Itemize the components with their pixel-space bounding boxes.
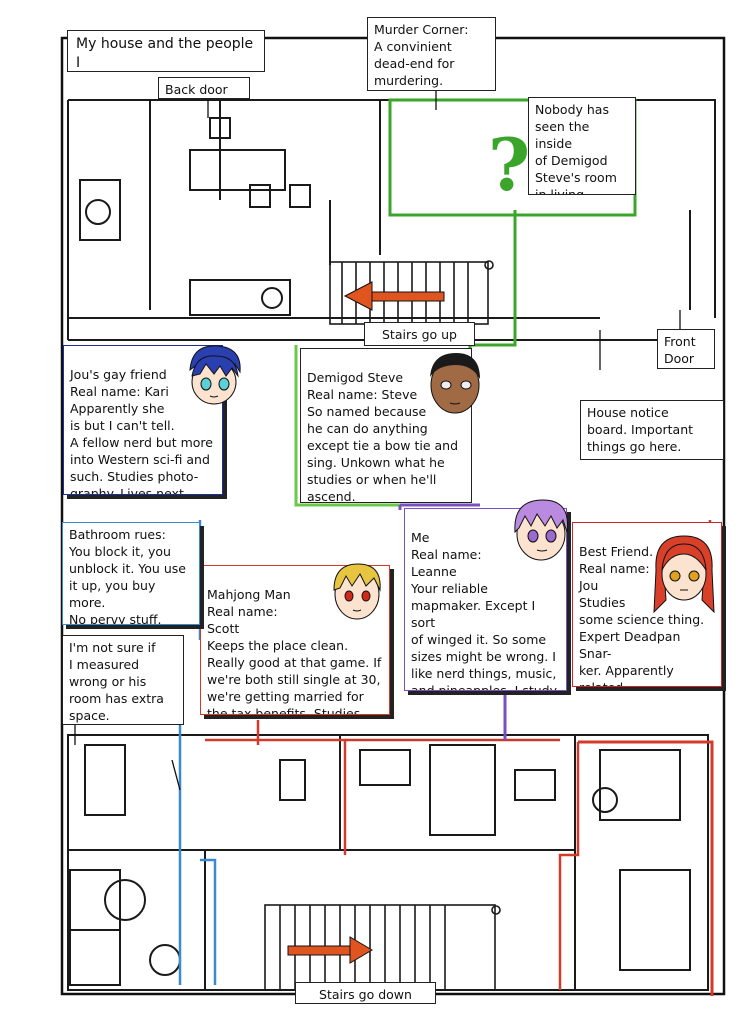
left-arrow-icon <box>343 281 445 311</box>
front-door-label: Front Door <box>657 329 715 369</box>
person-text: Me Real name: Leanne Your reliable mapma… <box>411 530 557 691</box>
person-text: Demigod Steve Real name: Steve So named … <box>307 370 459 503</box>
extra-space-label: I'm not sure if I measured wrong or his … <box>62 635 184 725</box>
bathroom-rules-label: Bathroom rues: You block it, you unblock… <box>62 522 200 625</box>
murder-corner-label: Murder Corner: A convinient dead-end for… <box>367 17 496 91</box>
lower-floor <box>67 734 709 991</box>
leanne-connector <box>398 503 507 740</box>
person-card-kari: Jou's gay friend Real name: Kari Apparen… <box>63 345 223 495</box>
stairs-down-label: Stairs go down <box>295 982 436 1004</box>
avatar-scott <box>333 563 381 620</box>
person-card-jou: Best Friend. Real name: Jou Studies some… <box>572 522 722 687</box>
steve-room-label: Nobody has seen the inside of Demigod St… <box>528 97 636 195</box>
avatar-kari <box>189 345 241 405</box>
avatar-steve <box>430 353 480 414</box>
back-door-label: Back door <box>158 77 250 99</box>
avatar-jou <box>653 535 715 614</box>
person-text: Jou's gay friend Real name: Kari Apparen… <box>70 367 213 495</box>
person-text: Mahjong Man Real name: Scott Keeps the p… <box>207 587 382 715</box>
scott-room-outline <box>205 738 347 855</box>
notice-board-label: House notice board. Important things go … <box>580 400 724 460</box>
stairs-up-label: Stairs go up <box>364 322 475 346</box>
person-text: Best Friend. Real name: Jou Studies some… <box>579 544 705 686</box>
jou-room-outline <box>578 740 714 996</box>
person-card-leanne: Me Real name: Leanne Your reliable mapma… <box>404 508 567 691</box>
page-title: My house and the people I share it with … <box>67 30 265 72</box>
question-mark-icon: ? <box>488 122 530 207</box>
right-arrow-icon <box>287 936 373 964</box>
avatar-leanne <box>514 499 568 561</box>
person-card-steve: Demigod Steve Real name: Steve So named … <box>300 348 472 503</box>
